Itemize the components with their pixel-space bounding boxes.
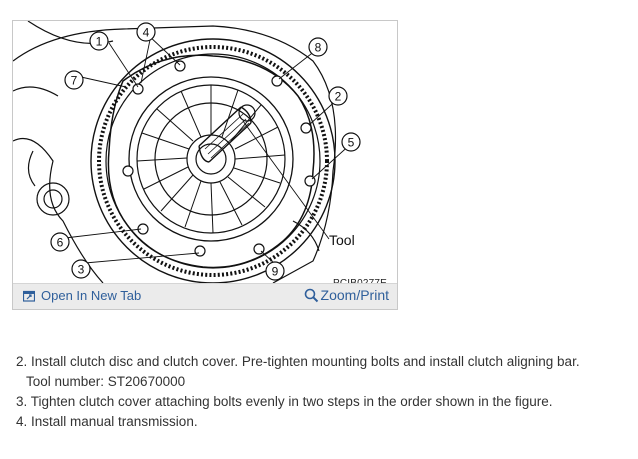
callout-1: 1 — [96, 35, 103, 49]
callout-8: 8 — [315, 41, 322, 55]
new-tab-icon — [23, 290, 35, 302]
zoom-print-label: Zoom/Print — [320, 287, 389, 303]
tool-label: Tool — [329, 232, 355, 248]
bolts — [122, 60, 316, 257]
step-text: 4. Install manual transmission. — [16, 414, 198, 429]
step-text: 2. Install clutch disc and clutch cover.… — [16, 354, 580, 369]
tool-number: Tool number: ST20670000 — [26, 374, 186, 389]
open-in-new-tab-link[interactable]: Open In New Tab — [23, 288, 141, 303]
callout-2: 2 — [335, 90, 342, 104]
callout-5: 5 — [348, 136, 355, 150]
housing-outline — [13, 25, 337, 283]
callout-6: 6 — [57, 236, 64, 250]
clutch-cover-outline — [107, 54, 315, 269]
figure-toolbar: Open In New Tab Zoom/Print — [13, 283, 397, 309]
callout-7: 7 — [71, 74, 78, 88]
callout-4: 4 — [143, 26, 150, 40]
ring-gear-outer — [90, 38, 336, 283]
callout-3: 3 — [78, 263, 85, 277]
step-item: 2. Install clutch disc and clutch cover.… — [16, 352, 631, 392]
zoom-print-link[interactable]: Zoom/Print — [304, 287, 389, 303]
step-item: 4. Install manual transmission. — [16, 412, 631, 432]
figure-container: 1 4 8 2 5 7 6 3 9 Tool PCIB0277E Open In… — [12, 20, 398, 310]
aligning-tool — [198, 106, 252, 163]
diaphragm-fingers — [136, 85, 286, 234]
step-item: 3. Tighten clutch cover attaching bolts … — [16, 392, 631, 412]
magnifier-icon — [304, 288, 318, 302]
instruction-steps: 2. Install clutch disc and clutch cover.… — [16, 352, 631, 432]
open-in-new-tab-label: Open In New Tab — [41, 288, 142, 303]
clutch-cover-diagram: 1 4 8 2 5 7 6 3 9 Tool — [13, 21, 361, 283]
callout-9: 9 — [272, 265, 279, 279]
step-text: 3. Tighten clutch cover attaching bolts … — [16, 394, 553, 409]
